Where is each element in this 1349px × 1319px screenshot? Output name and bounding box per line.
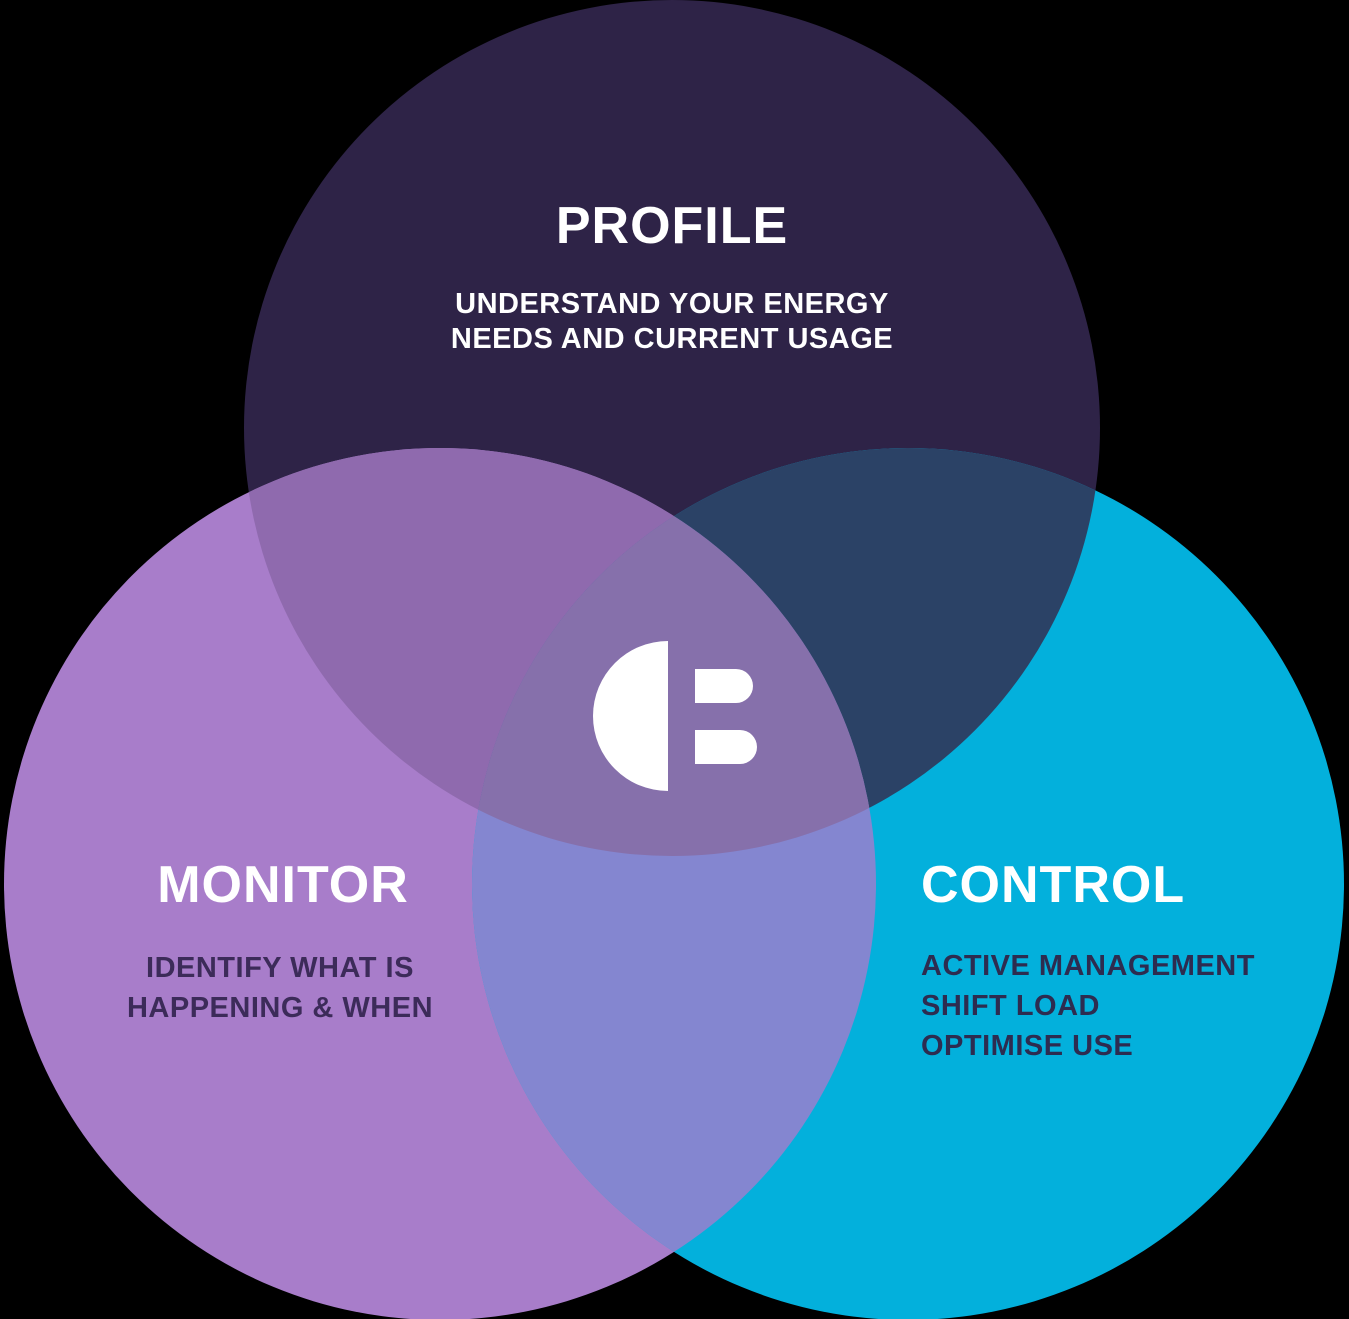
control-description-line: ACTIVE MANAGEMENT <box>921 950 1255 982</box>
plug-cb-logo-icon <box>593 641 757 791</box>
center-overlap <box>472 448 876 856</box>
logo-top-prong <box>695 669 753 703</box>
monitor-description-line: IDENTIFY WHAT IS <box>146 952 414 984</box>
profile-title: PROFILE <box>555 197 789 255</box>
logo-half-disc <box>593 641 668 791</box>
control-description-line: SHIFT LOAD <box>921 990 1100 1022</box>
monitor-title: MONITOR <box>157 856 409 914</box>
logo-bottom-prong <box>695 730 757 764</box>
profile-description: UNDERSTAND YOUR ENERGY NEEDS AND CURRENT… <box>451 287 893 357</box>
monitor-description-line: HAPPENING & WHEN <box>126 992 434 1024</box>
profile-description-line: NEEDS AND CURRENT USAGE <box>450 323 894 355</box>
control-title: CONTROL <box>921 856 1186 914</box>
control-description: ACTIVE MANAGEMENT SHIFT LOAD OPTIMISE US… <box>921 946 1255 1066</box>
profile-description-line: UNDERSTAND YOUR ENERGY <box>455 288 889 320</box>
control-description-line: OPTIMISE USE <box>921 1030 1134 1062</box>
monitor-description: IDENTIFY WHAT IS HAPPENING & WHEN <box>127 948 433 1028</box>
